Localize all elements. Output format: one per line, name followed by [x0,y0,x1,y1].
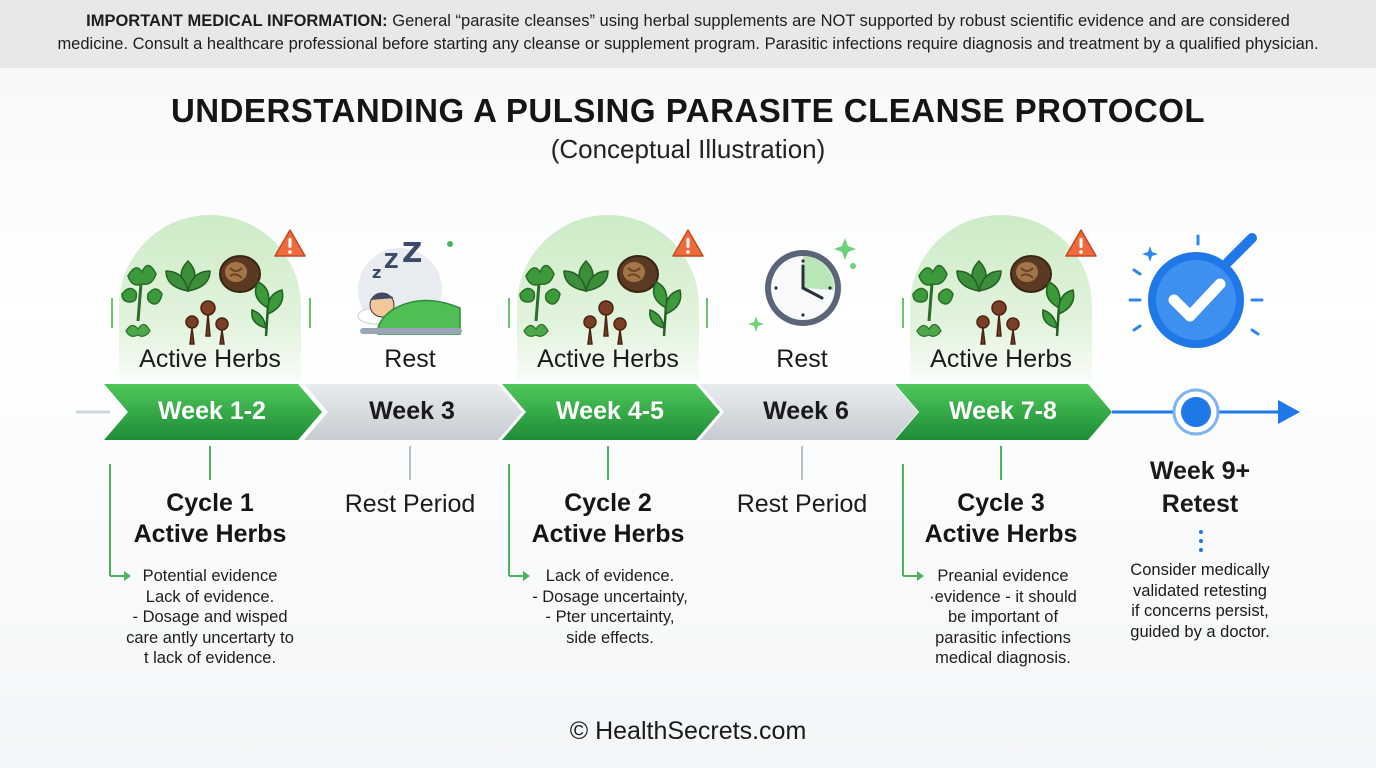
cycle-2-note-line: side effects. [566,628,654,647]
cycle-3-name: Cycle 3 [957,489,1045,517]
retest-note-line: Consider medically [1130,561,1270,579]
cycle-3-notes: Preanial evidence ·evidence - it should … [888,566,1118,669]
medical-warning-banner: IMPORTANT MEDICAL INFORMATION: General “… [0,0,1376,68]
week-label-5: Week 7-8 [949,397,1057,425]
page-title: UNDERSTANDING A PULSING PARASITE CLEANSE… [170,92,1206,129]
retest-week: Week 9+ [1149,457,1251,485]
cycle-2-notes: Lack of evidence. - Dosage uncertainty, … [495,566,725,648]
week-6-chevron [700,384,918,440]
cycle-3-note-line: parasitic infections [935,628,1071,647]
sleeping-person-icon: z Z Z [357,236,462,335]
svg-text:Z: Z [402,236,422,269]
week-label-2: Week 3 [369,397,455,425]
banner-line-2: medicine. Consult a healthcare professio… [57,35,1319,53]
cycle-2-sub: Active Herbs [531,520,685,548]
cycle-2-name: Cycle 2 [564,489,652,517]
cycle-3-note-line: medical diagnosis. [935,649,1071,667]
cycle-2-note-line: - Pter uncertainty, [545,608,675,626]
week-label-1: Week 1-2 [158,397,266,425]
clock-icon [748,238,856,332]
cycle-1-note-line: care antly uncertarty to [126,628,294,647]
phase-label-2: Rest [384,345,436,373]
retest-note-line: guided by a doctor. [1130,622,1270,641]
retest-title: Week 9+ Retest [1100,455,1300,521]
cycle-2-note-line: - Dosage uncertainty, [532,587,688,606]
cycle-2-note-line: Lack of evidence. [545,567,675,585]
cycle-3-title: Cycle 3 Active Herbs [891,488,1111,550]
week-3-chevron [304,384,522,440]
retest-note-line: if concerns persist, [1131,602,1269,620]
cycle-1-note-line: Potential evidence [142,567,278,585]
cycle-1-notes: Potential evidence Lack of evidence. - D… [95,566,325,669]
cycle-1-note-line: - Dosage and wisped [132,608,288,626]
phase-label-1: Active Herbs [139,345,281,373]
week-label-3: Week 4-5 [556,397,664,425]
week-label-4: Week 6 [763,397,849,425]
week-1-2-chevron [104,384,322,440]
cycle-2-title: Cycle 2 Active Herbs [498,488,718,550]
banner-text-1: General “parasite cleanses” using herbal… [387,12,1290,30]
cycle-1-note-line: Lack of evidence. [145,587,275,606]
cycle-1-name: Cycle 1 [166,489,254,517]
rest-period-2: Rest Period [736,490,868,518]
retest-note-line: validated retesting [1133,581,1267,600]
cycle-1-note-line: t lack of evidence. [143,649,277,667]
banner-line-1: IMPORTANT MEDICAL INFORMATION: General “… [24,10,1352,33]
phase-label-5: Active Herbs [930,345,1072,373]
retest-label: Retest [1161,490,1239,518]
phase-label-3: Active Herbs [537,345,679,373]
svg-text:z: z [372,263,381,282]
cycle-3-sub: Active Herbs [924,520,1078,548]
copyright-footer: © HealthSecrets.com [569,717,807,745]
week-4-5-chevron [502,384,720,440]
retest-notes: Consider medically validated retesting i… [1095,560,1305,642]
timeline [76,384,1300,440]
week-7-8-chevron [895,384,1112,440]
rest-period-1: Rest Period [344,490,476,518]
page-subtitle: (Conceptual Illustration) [550,134,826,164]
phase-label-4: Rest [776,345,828,373]
banner-lead: IMPORTANT MEDICAL INFORMATION: [86,12,388,30]
cycle-1-sub: Active Herbs [133,520,287,548]
cycle-1-title: Cycle 1 Active Herbs [100,488,320,550]
timeline-arrowhead [1278,400,1300,424]
cycle-3-note-line: be important of [947,608,1059,626]
cycle-3-note-line: ·evidence - it should [929,587,1077,606]
svg-text:Z: Z [384,249,399,273]
cycle-3-note-line: Preanial evidence [937,567,1069,585]
timeline-dot-icon [1172,388,1220,436]
checkmark-badge-icon [1128,233,1264,348]
